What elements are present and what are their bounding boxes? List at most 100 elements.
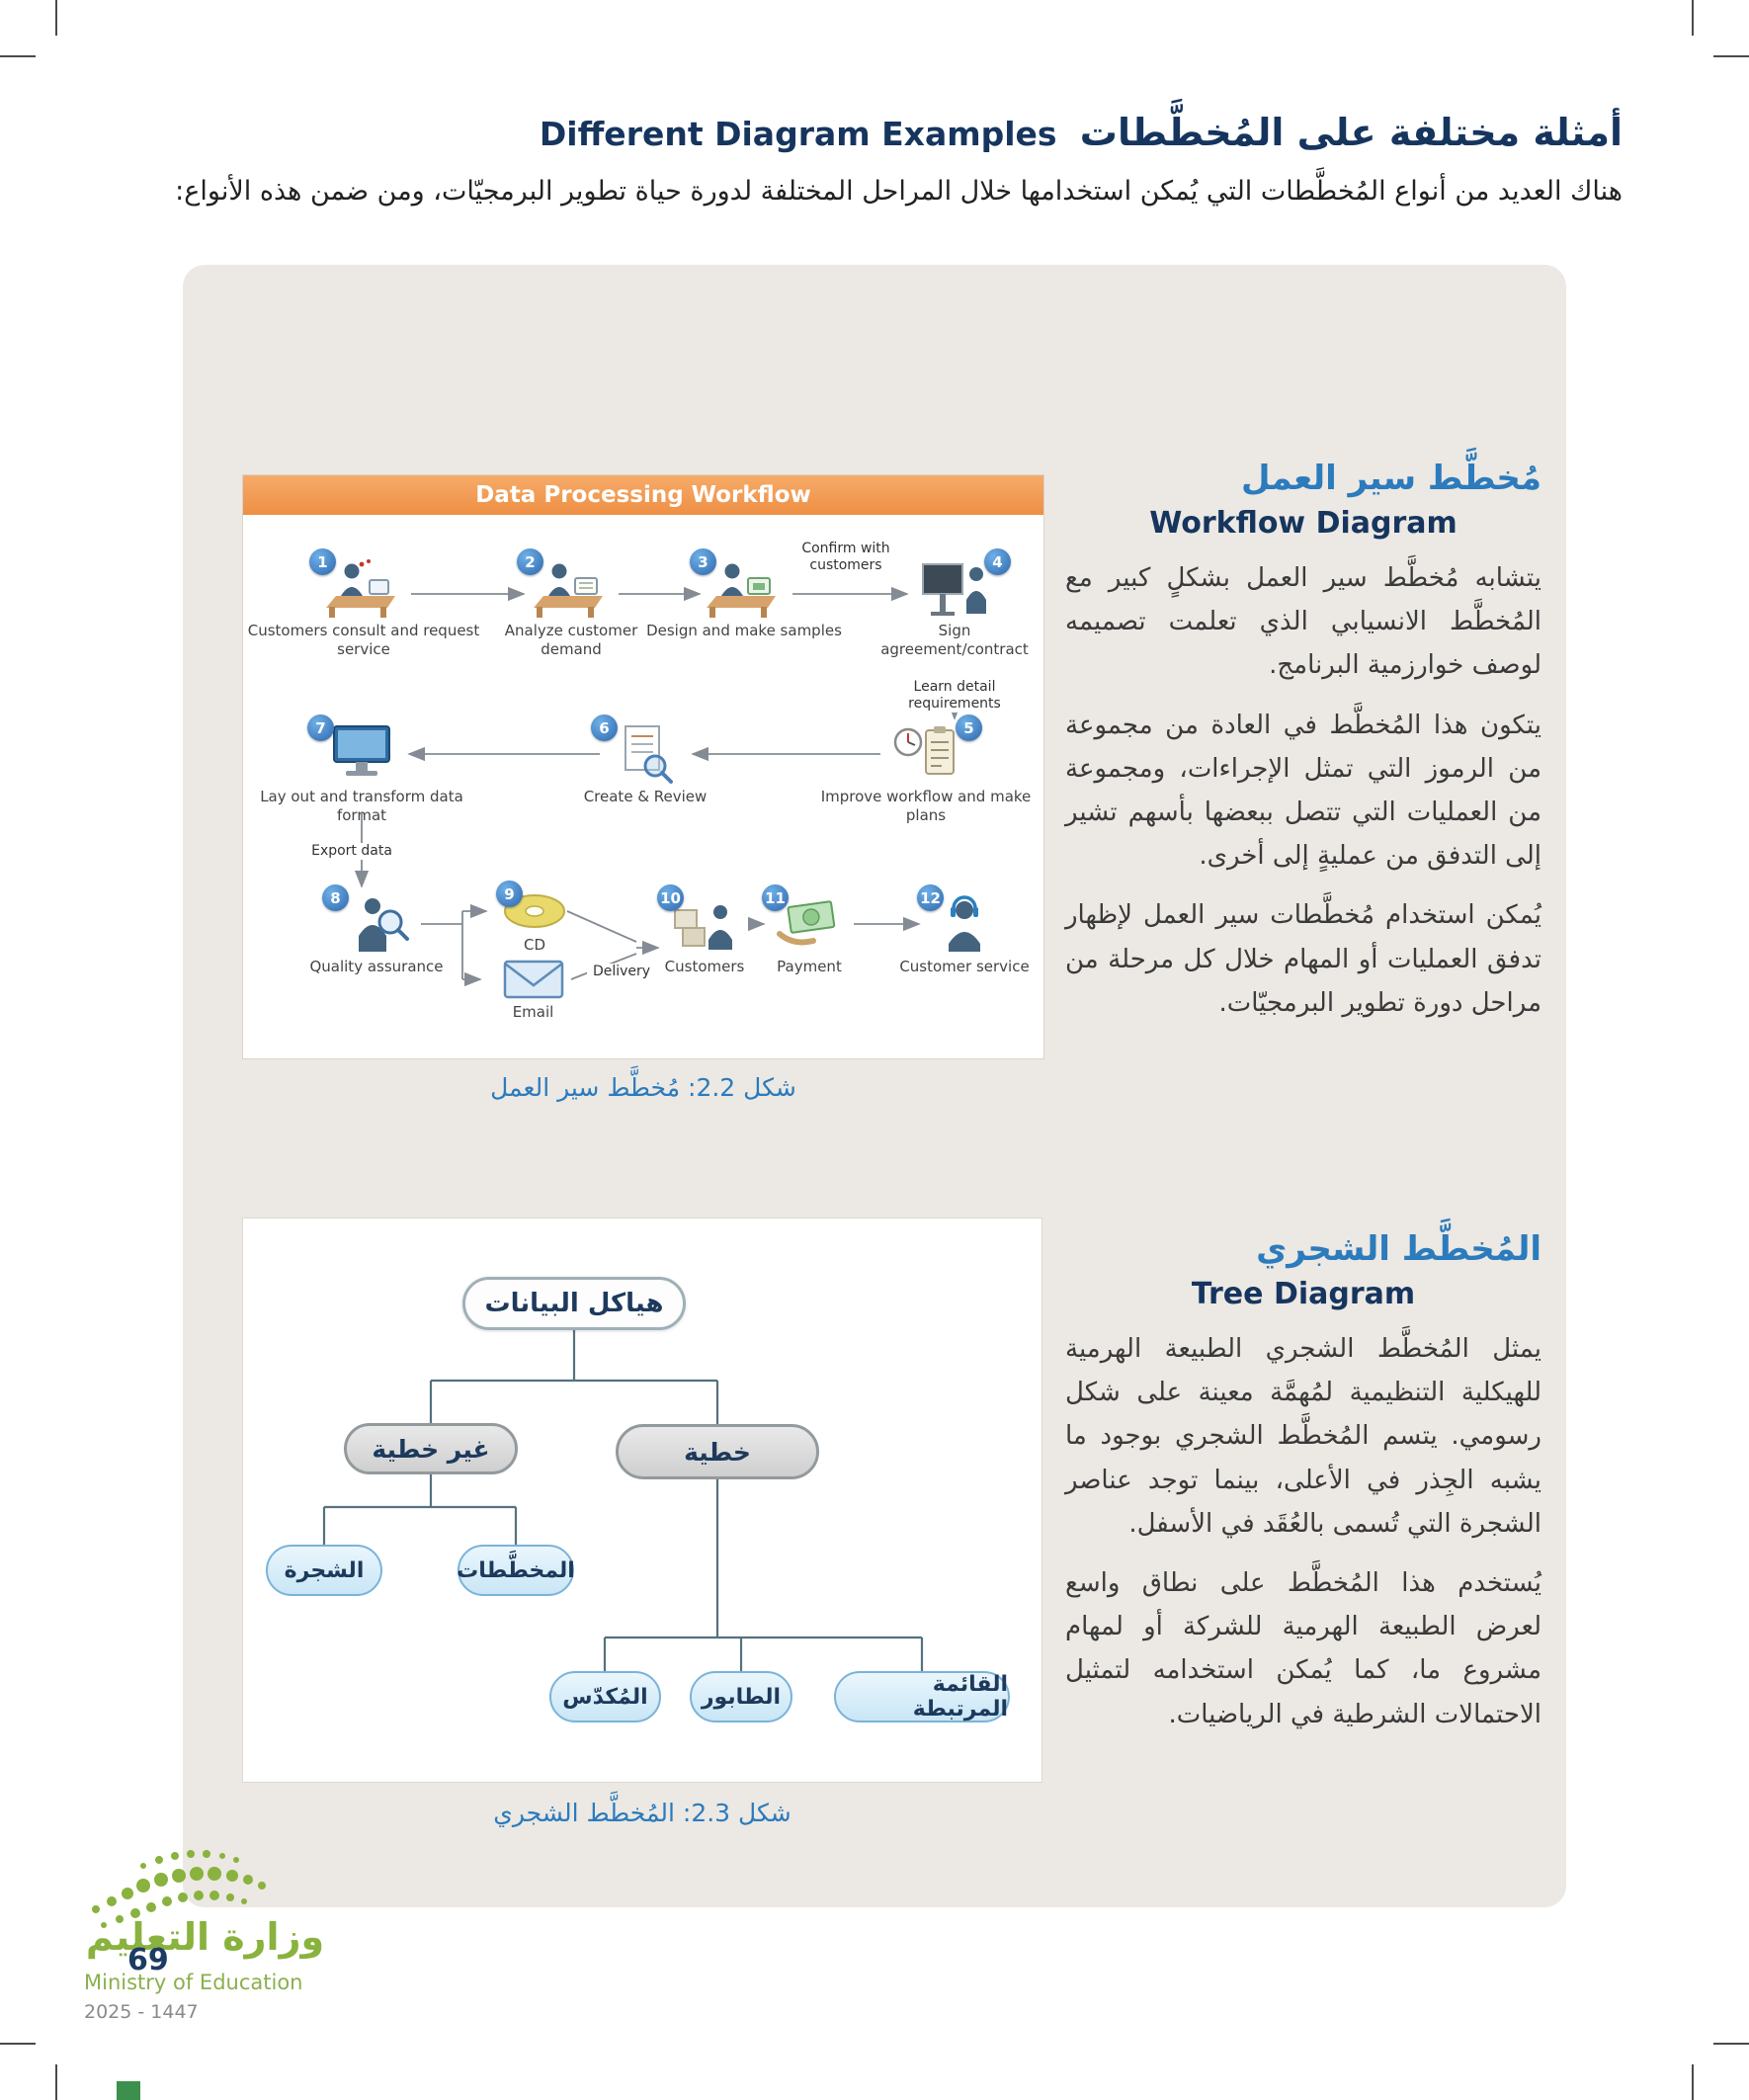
workflow-heading-arabic: مُخطَّط سير العمل (1241, 459, 1541, 498)
workflow-step-8: 8 Quality assurance (292, 884, 460, 976)
crop-mark (1692, 2064, 1694, 2100)
workflow-step-5: 5 Impro (808, 714, 1043, 825)
workflow-figure-title: Data Processing Workflow (243, 475, 1043, 515)
step-number-badge: 5 (956, 714, 982, 741)
tree-node-queue: الطابور (690, 1671, 792, 1722)
step-label: Customers (664, 958, 745, 975)
workflow-section-text: مُخطَّط سير العمل Workflow Diagram يتشاب… (1065, 459, 1541, 1025)
content-panel: مُخطَّط سير العمل Workflow Diagram يتشاب… (183, 265, 1566, 1907)
tree-figure: هياكل البيانات غير خطية خطية الشجرة المخ… (242, 1218, 1042, 1783)
tree-connectors (322, 1330, 924, 1671)
annotation-delivery: Delivery (587, 964, 656, 980)
workstation-analyze-icon (530, 556, 613, 620)
bottom-edge-mark (117, 2081, 140, 2100)
annotation-export: Export data (292, 843, 411, 860)
tree-node-graphs: المخطَّطات (457, 1545, 575, 1596)
step-label: Create & Review (583, 788, 708, 805)
workflow-step-6: 6 Create & Review (566, 714, 724, 806)
page-title-english: Different Diagram Examples (539, 115, 1057, 153)
customers-boxes-icon (663, 892, 746, 956)
step-number-badge: 8 (322, 884, 349, 911)
step-label: Improve workflow and make plans (820, 788, 1032, 824)
annotation-learn: Learn detail requirements (870, 679, 1040, 713)
page-number: 69 (127, 1943, 169, 1977)
page-header: أمثلة مختلفة على المُخطَّطات Different D… (128, 111, 1623, 213)
tree-node-root: هياكل البيانات (462, 1277, 686, 1330)
tree-node-nonlinear: غير خطية (344, 1423, 518, 1474)
workflow-step-12: 12 Customer service (895, 884, 1034, 976)
step-number-badge: 6 (591, 714, 618, 741)
crop-mark (55, 2064, 57, 2100)
crop-mark (1692, 0, 1694, 36)
workflow-step-2: 2 Analyze customer dem (472, 548, 670, 659)
edition-years: 2025 - 1447 (84, 2001, 199, 2023)
workflow-heading-english: Workflow Diagram (1149, 506, 1458, 541)
customer-service-icon (923, 892, 1006, 956)
tree-node-stack: المُكدّس (549, 1671, 661, 1722)
workflow-figure-caption: شكل 2.2: مُخطَّط سير العمل (490, 1073, 796, 1102)
clock-clipboard-icon (884, 722, 967, 786)
step-label: Analyze customer demand (504, 622, 638, 658)
page-title-arabic: أمثلة مختلفة على المُخطَّطات (1079, 111, 1623, 154)
workflow-step-4: 4 Sign agreement/contract (864, 548, 1045, 659)
workstation-design-icon (703, 556, 786, 620)
footer: وزارة التعليم 69 Ministry of Education 2… (84, 1840, 341, 2038)
annotation-confirm: Confirm with customers (791, 541, 900, 574)
tree-heading-english: Tree Diagram (1191, 1277, 1416, 1311)
crop-mark (55, 0, 57, 36)
step-label: Sign agreement/contract (880, 622, 1029, 658)
workflow-step-7: 7 Lay out and transform data format (243, 714, 480, 825)
tree-paragraph-2: يُستخدم هذا المُخطَّط على نطاق واسع لعرض… (1065, 1567, 1541, 1729)
tree-node-linear: خطية (616, 1424, 819, 1479)
step-number-badge: 7 (307, 714, 334, 741)
ministry-name-english: Ministry of Education (84, 1971, 303, 1994)
tree-paragraph-1: يمثل المُخطَّط الشجري الطبيعة الهرمية لل… (1065, 1334, 1541, 1539)
workflow-paragraph-2: يتكون هذا المُخطَّط في العادة من مجموعة … (1065, 710, 1541, 872)
crop-mark (0, 2043, 36, 2045)
workflow-step-1: 1 Customers consult an (245, 548, 482, 659)
ministry-name-arabic: وزارة التعليم (85, 1915, 325, 1959)
cd-icon (493, 888, 576, 934)
monitor-icon (320, 722, 403, 786)
ministry-logo-dots (92, 1850, 266, 1928)
step-number-badge: 1 (309, 548, 336, 575)
step-number-badge: 4 (984, 548, 1011, 575)
crop-mark (1713, 2043, 1749, 2045)
step-label: Customer service (899, 958, 1030, 975)
workflow-step-9-cd: 9 CD (490, 881, 579, 955)
workflow-step-11: 11 Payment (745, 884, 874, 976)
crop-mark (0, 55, 36, 57)
email-icon (497, 958, 570, 1001)
step-number-badge: 10 (657, 884, 684, 911)
step-label: Customers consult and request service (247, 622, 480, 658)
workflow-paragraph-3: يُمكن استخدام مُخطَّطات سير العمل لإظهار… (1065, 900, 1541, 1018)
step-number-badge: 2 (517, 548, 543, 575)
step-number-badge: 9 (496, 881, 523, 907)
tree-node-tree: الشجرة (266, 1545, 382, 1596)
step-label: Payment (777, 958, 842, 975)
crop-mark (1713, 55, 1749, 57)
workflow-step-9-email: Email (486, 958, 580, 1022)
workflow-step-10: 10 Customers (640, 884, 769, 976)
workstation-consult-icon (322, 556, 405, 620)
intro-paragraph: هناك العديد من أنواع المُخطَّطات التي يُ… (175, 176, 1623, 207)
tree-node-linkedlist: القائمة المرتبطة (834, 1671, 1010, 1722)
quality-inspector-icon (335, 892, 418, 956)
step-number-badge: 3 (690, 548, 716, 575)
workflow-paragraph-1: يتشابه مُخطَّط سير العمل بشكلٍ كبير مع ا… (1065, 563, 1541, 681)
page-title: أمثلة مختلفة على المُخطَّطات Different D… (128, 111, 1623, 154)
step-label: Quality assurance (309, 958, 444, 975)
tree-figure-caption: شكل 2.3: المُخطَّط الشجري (493, 1799, 791, 1827)
contract-signing-icon (913, 556, 996, 620)
step-number-badge: 12 (917, 884, 944, 911)
step-number-badge: 11 (762, 884, 789, 911)
workflow-step-3: 3 Design and make samples (645, 548, 843, 640)
payment-icon (768, 892, 851, 956)
step-label: Design and make samples (646, 622, 842, 639)
workflow-figure-body: 1 Customers consult an (243, 515, 1043, 1058)
workflow-figure: Data Processing Workflow (242, 474, 1044, 1059)
step-label: Lay out and transform data format (260, 788, 463, 824)
step-label: CD (523, 936, 546, 954)
tree-section-text: المُخطَّط الشجري Tree Diagram يمثل المُخ… (1065, 1229, 1541, 1736)
